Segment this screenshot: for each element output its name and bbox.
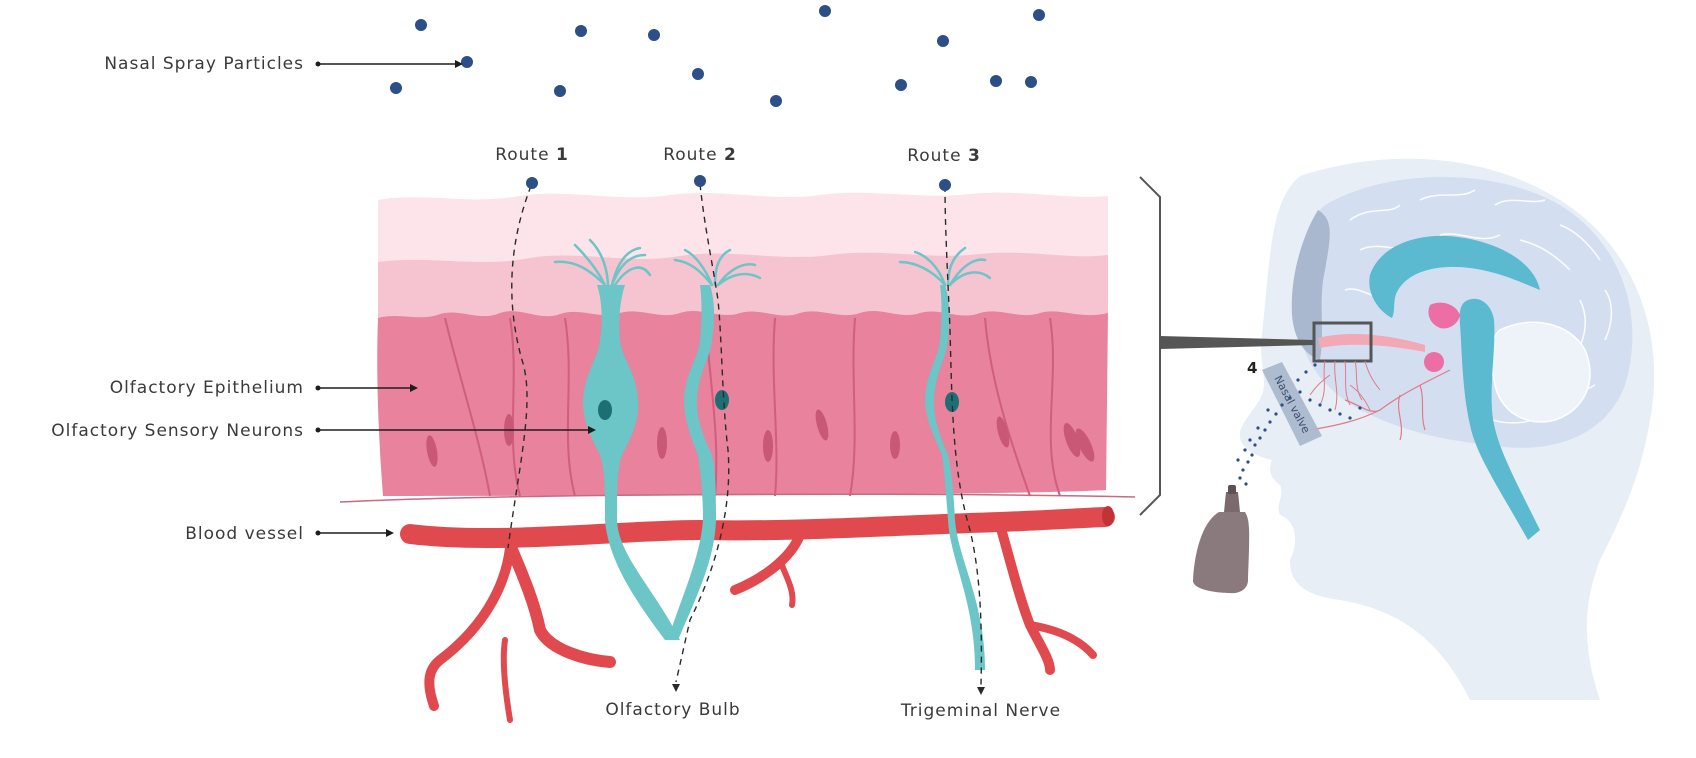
neuron-dendrites (553, 238, 992, 287)
route-2-prefix: Route (663, 145, 717, 165)
olfactory-sensory-neurons-label: Olfactory Sensory Neurons (51, 421, 304, 441)
spray-particle (819, 5, 831, 17)
trigeminal-branches (1309, 369, 1451, 441)
route-2-label: Route 2 (663, 145, 737, 165)
corpus-callosum (1369, 235, 1540, 318)
nasal-valve-band (1262, 362, 1322, 446)
olfactory-fibers (1309, 360, 1381, 411)
blood-vessel-end (1102, 506, 1114, 526)
route-1-prefix: Route (495, 145, 549, 165)
brainstem (1459, 298, 1540, 540)
nasal-spray-bottle (1192, 485, 1250, 594)
spray-particle (554, 85, 566, 97)
spray-particle (648, 29, 660, 41)
route-3-path (944, 185, 983, 686)
route-2-particle (694, 175, 706, 187)
olfactory-neurons (582, 285, 985, 670)
route-arrowheads (672, 684, 985, 695)
spray-particle (390, 82, 402, 94)
route-1-path (507, 185, 532, 549)
neuron-nucleus (598, 400, 612, 420)
blood-vessel (400, 507, 1115, 723)
pituitary-hypothalamus (1428, 302, 1460, 329)
route-4-number: 4 (1247, 359, 1257, 377)
epithelium-cells (377, 310, 1108, 496)
cell-walls (444, 317, 1061, 497)
route-paths (507, 183, 983, 686)
route-1-particle (526, 177, 538, 189)
cilia-layer (378, 252, 1108, 318)
neuron-3 (925, 285, 985, 670)
route-3-particle (939, 179, 951, 191)
neuron-nucleus (945, 392, 959, 412)
route-2-number: 2 (724, 145, 737, 165)
neuron-nucleus (715, 390, 729, 410)
spray-particle (1025, 76, 1037, 88)
spray-particle (770, 95, 782, 107)
spray-particle (575, 25, 587, 37)
leader-lines (315, 60, 596, 537)
spray-particle (1033, 9, 1045, 21)
spray-particle (461, 56, 473, 68)
cerebellum (1490, 321, 1591, 423)
route-1-label: Route 1 (495, 145, 569, 165)
route-3-number: 3 (968, 146, 981, 166)
nasal-spray-particles (390, 5, 1045, 191)
route-3-label: Route 3 (907, 146, 981, 166)
olfactory-bulb-label: Olfactory Bulb (605, 700, 740, 720)
head-illustration: Nasal valve 4 (1192, 158, 1655, 700)
spray-particle (895, 79, 907, 91)
route-2-path (675, 183, 730, 683)
pituitary-gland (1424, 352, 1444, 372)
nasal-spray-particles-label: Nasal Spray Particles (104, 54, 304, 74)
route-3-prefix: Route (907, 146, 961, 166)
blood-vessel-label: Blood vessel (185, 524, 304, 544)
spray-particles-in-nose (1236, 363, 1362, 486)
mucus-layer (378, 192, 1108, 262)
olfactory-epithelium-label: Olfactory Epithelium (110, 378, 304, 398)
spray-particle (937, 35, 949, 47)
trigeminal-nerve-label: Trigeminal Nerve (900, 701, 1061, 721)
zoom-bracket (1139, 176, 1161, 516)
spray-particle (415, 19, 427, 31)
zoom-bracket-pointer (1160, 336, 1314, 349)
route-1-number: 1 (556, 145, 569, 165)
epithelium-section (339, 192, 1136, 503)
cell-nuclei (426, 409, 1095, 467)
spray-particle (990, 75, 1002, 87)
neuron-2 (668, 285, 716, 640)
spray-particle (692, 68, 704, 80)
neuron-1 (582, 285, 680, 640)
